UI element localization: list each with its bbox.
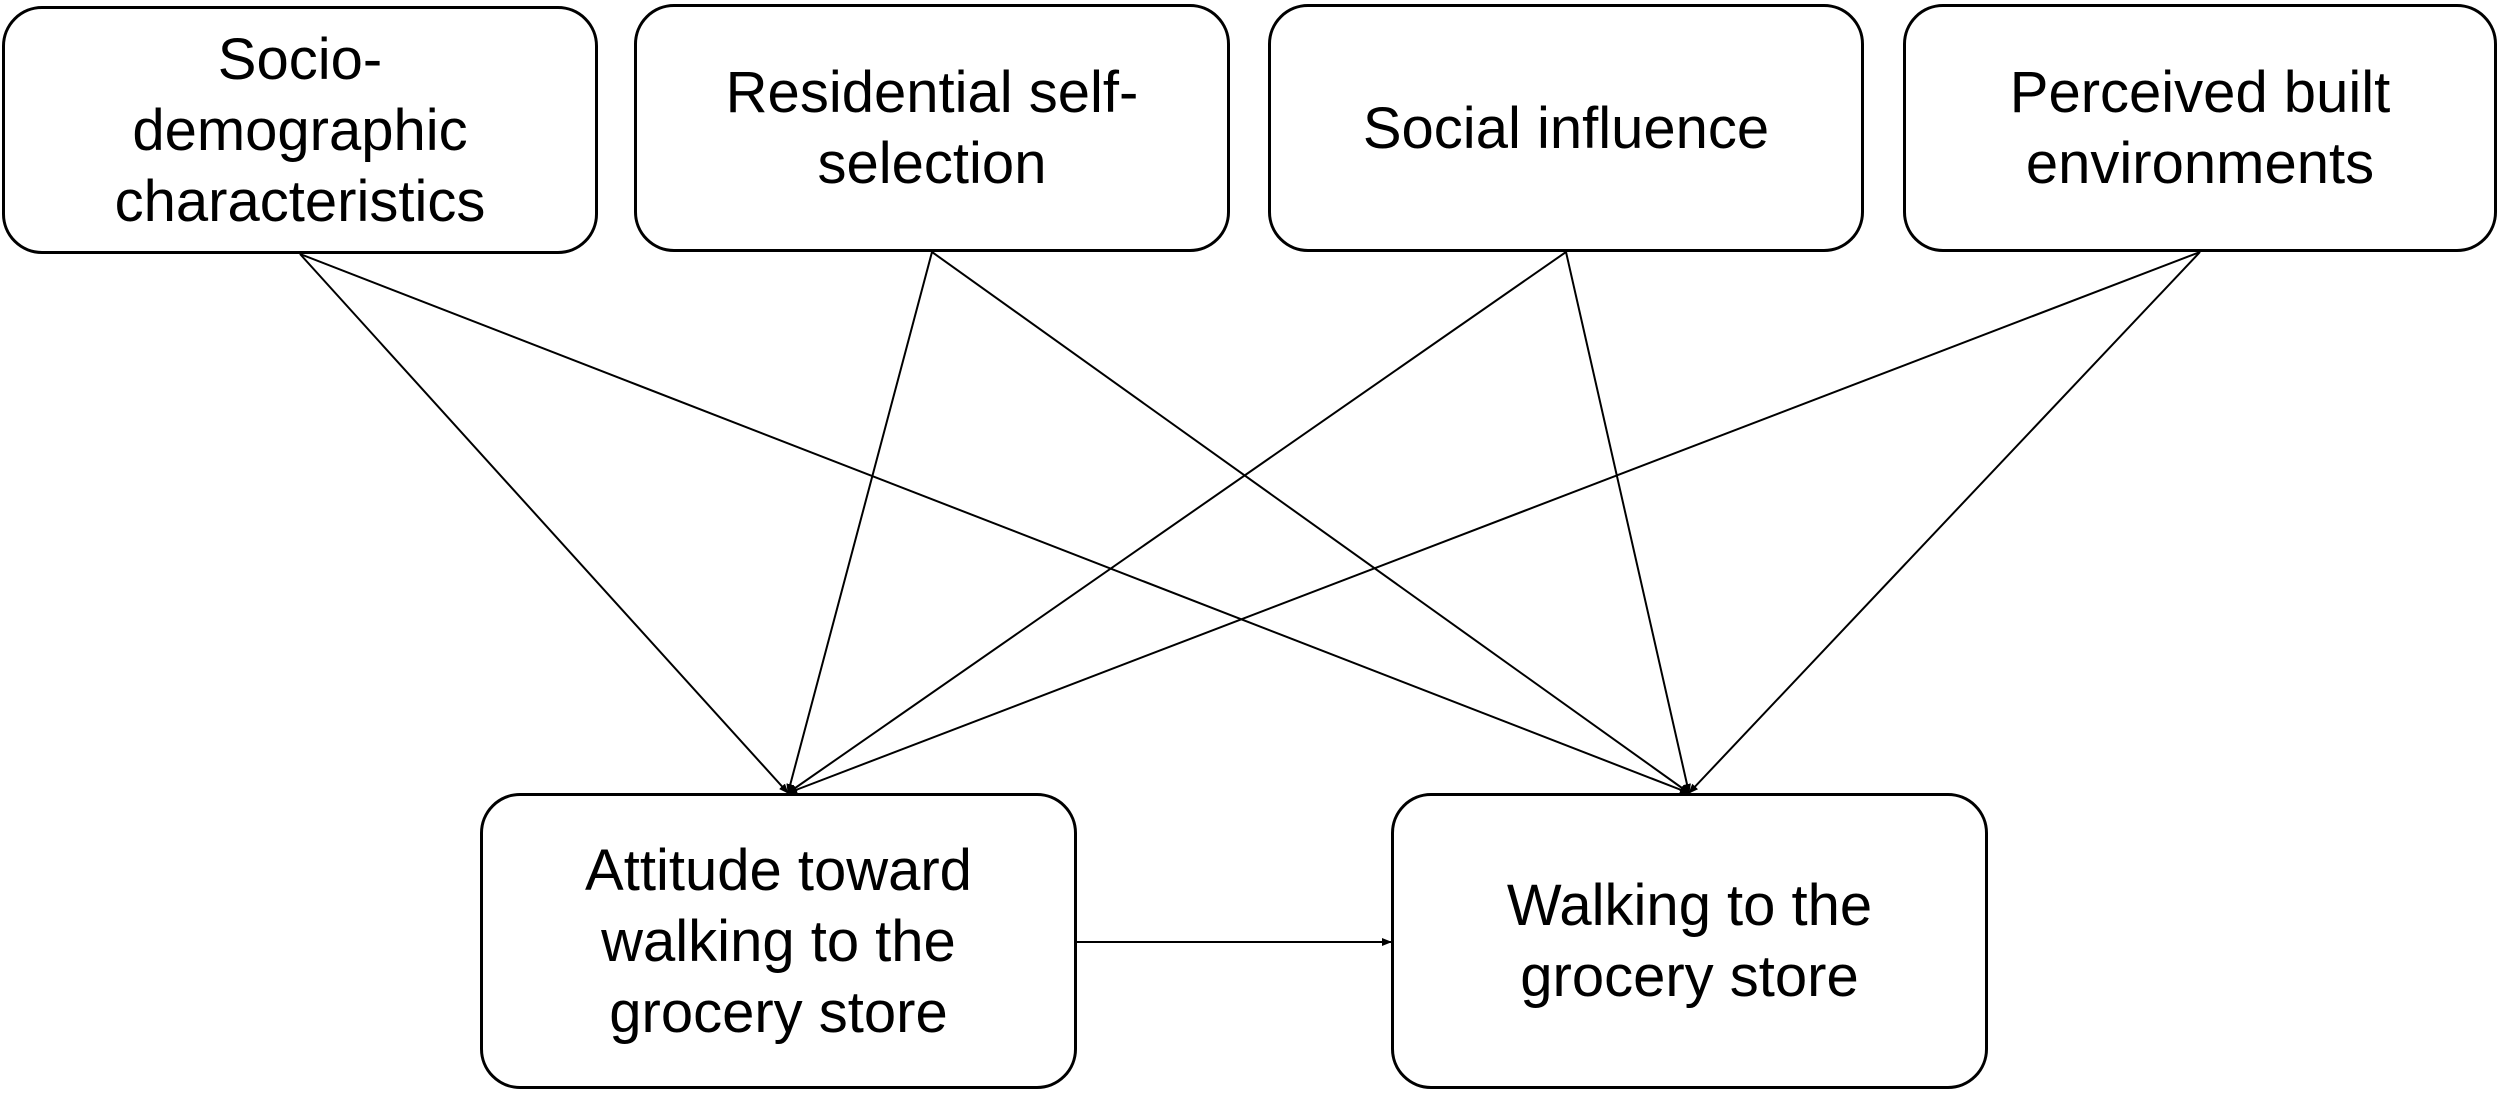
node-label-residential: Residential self- selection <box>725 60 1139 196</box>
node-social-influence: Social influence <box>1268 4 1864 252</box>
node-label-attitude: Attitude toward walking to the grocery s… <box>585 837 972 1045</box>
arrow-social-to-attitude <box>787 251 1567 794</box>
arrow-perceived-to-attitude <box>787 251 2201 794</box>
arrow-social-to-walking <box>1565 251 1691 794</box>
arrow-socio-to-attitude <box>299 253 789 794</box>
arrow-perceived-to-walking <box>1688 251 2201 794</box>
node-label-social: Social influence <box>1362 95 1770 161</box>
arrow-residential-to-walking <box>931 251 1690 794</box>
node-residential-self-selection: Residential self- selection <box>634 4 1230 252</box>
node-attitude-toward-walking: Attitude toward walking to the grocery s… <box>480 793 1077 1089</box>
arrow-residential-to-attitude <box>786 251 933 794</box>
node-walking-to-grocery-store: Walking to the grocery store <box>1391 793 1988 1089</box>
node-label-perceived: Perceived built environments <box>2009 60 2391 196</box>
node-label-sociodemographic: Socio- demographic characteristics <box>114 26 486 234</box>
node-label-walking: Walking to the grocery store <box>1506 873 1873 1009</box>
arrow-socio-to-walking <box>299 253 1690 794</box>
node-perceived-built-environments: Perceived built environments <box>1903 4 2497 252</box>
node-sociodemographic-characteristics: Socio- demographic characteristics <box>2 6 598 254</box>
